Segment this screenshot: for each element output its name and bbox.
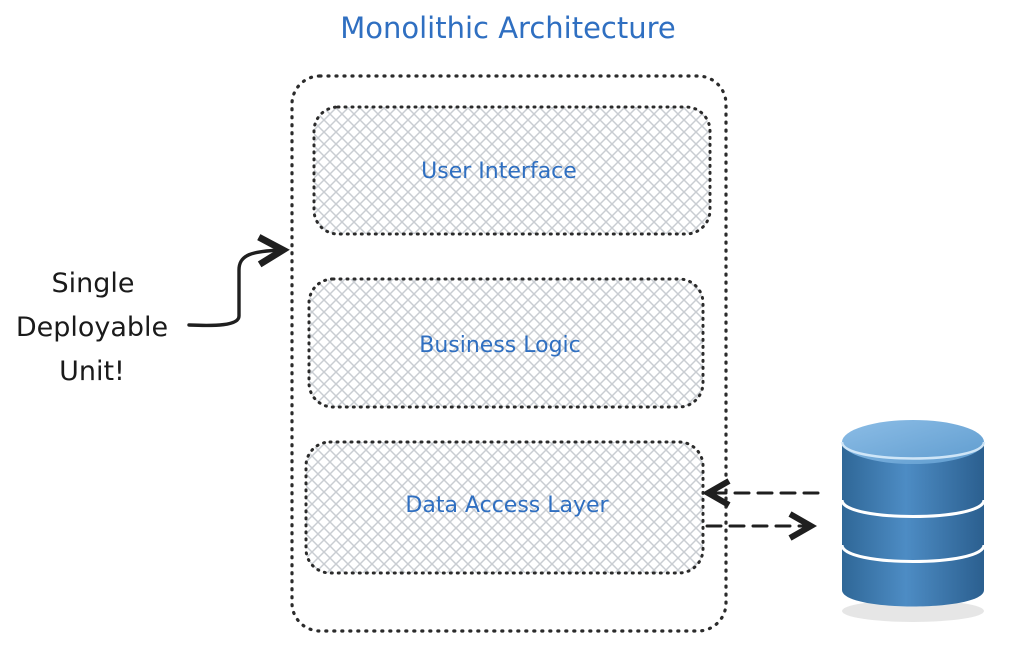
layer-business-logic: Business Logic <box>307 277 705 409</box>
note-line-3: Unit! <box>59 356 125 387</box>
layer-label: Data Access Layer <box>405 493 609 518</box>
layer-box <box>312 105 712 236</box>
note-line-2: Deployable <box>16 312 168 343</box>
note-line-1: Single <box>51 268 134 299</box>
monolith-container <box>290 74 728 633</box>
layer-data-access: Data Access Layer <box>304 440 705 575</box>
layer-box <box>307 277 705 409</box>
layer-label: Business Logic <box>419 333 581 358</box>
database-icon <box>840 420 986 622</box>
diagram-title: Monolithic Architecture <box>340 11 676 45</box>
layer-label: User Interface <box>421 159 577 184</box>
layer-user-interface: User Interface <box>312 105 712 236</box>
note-arrow <box>187 250 283 328</box>
single-deployable-note: Single Deployable Unit! <box>16 250 283 387</box>
